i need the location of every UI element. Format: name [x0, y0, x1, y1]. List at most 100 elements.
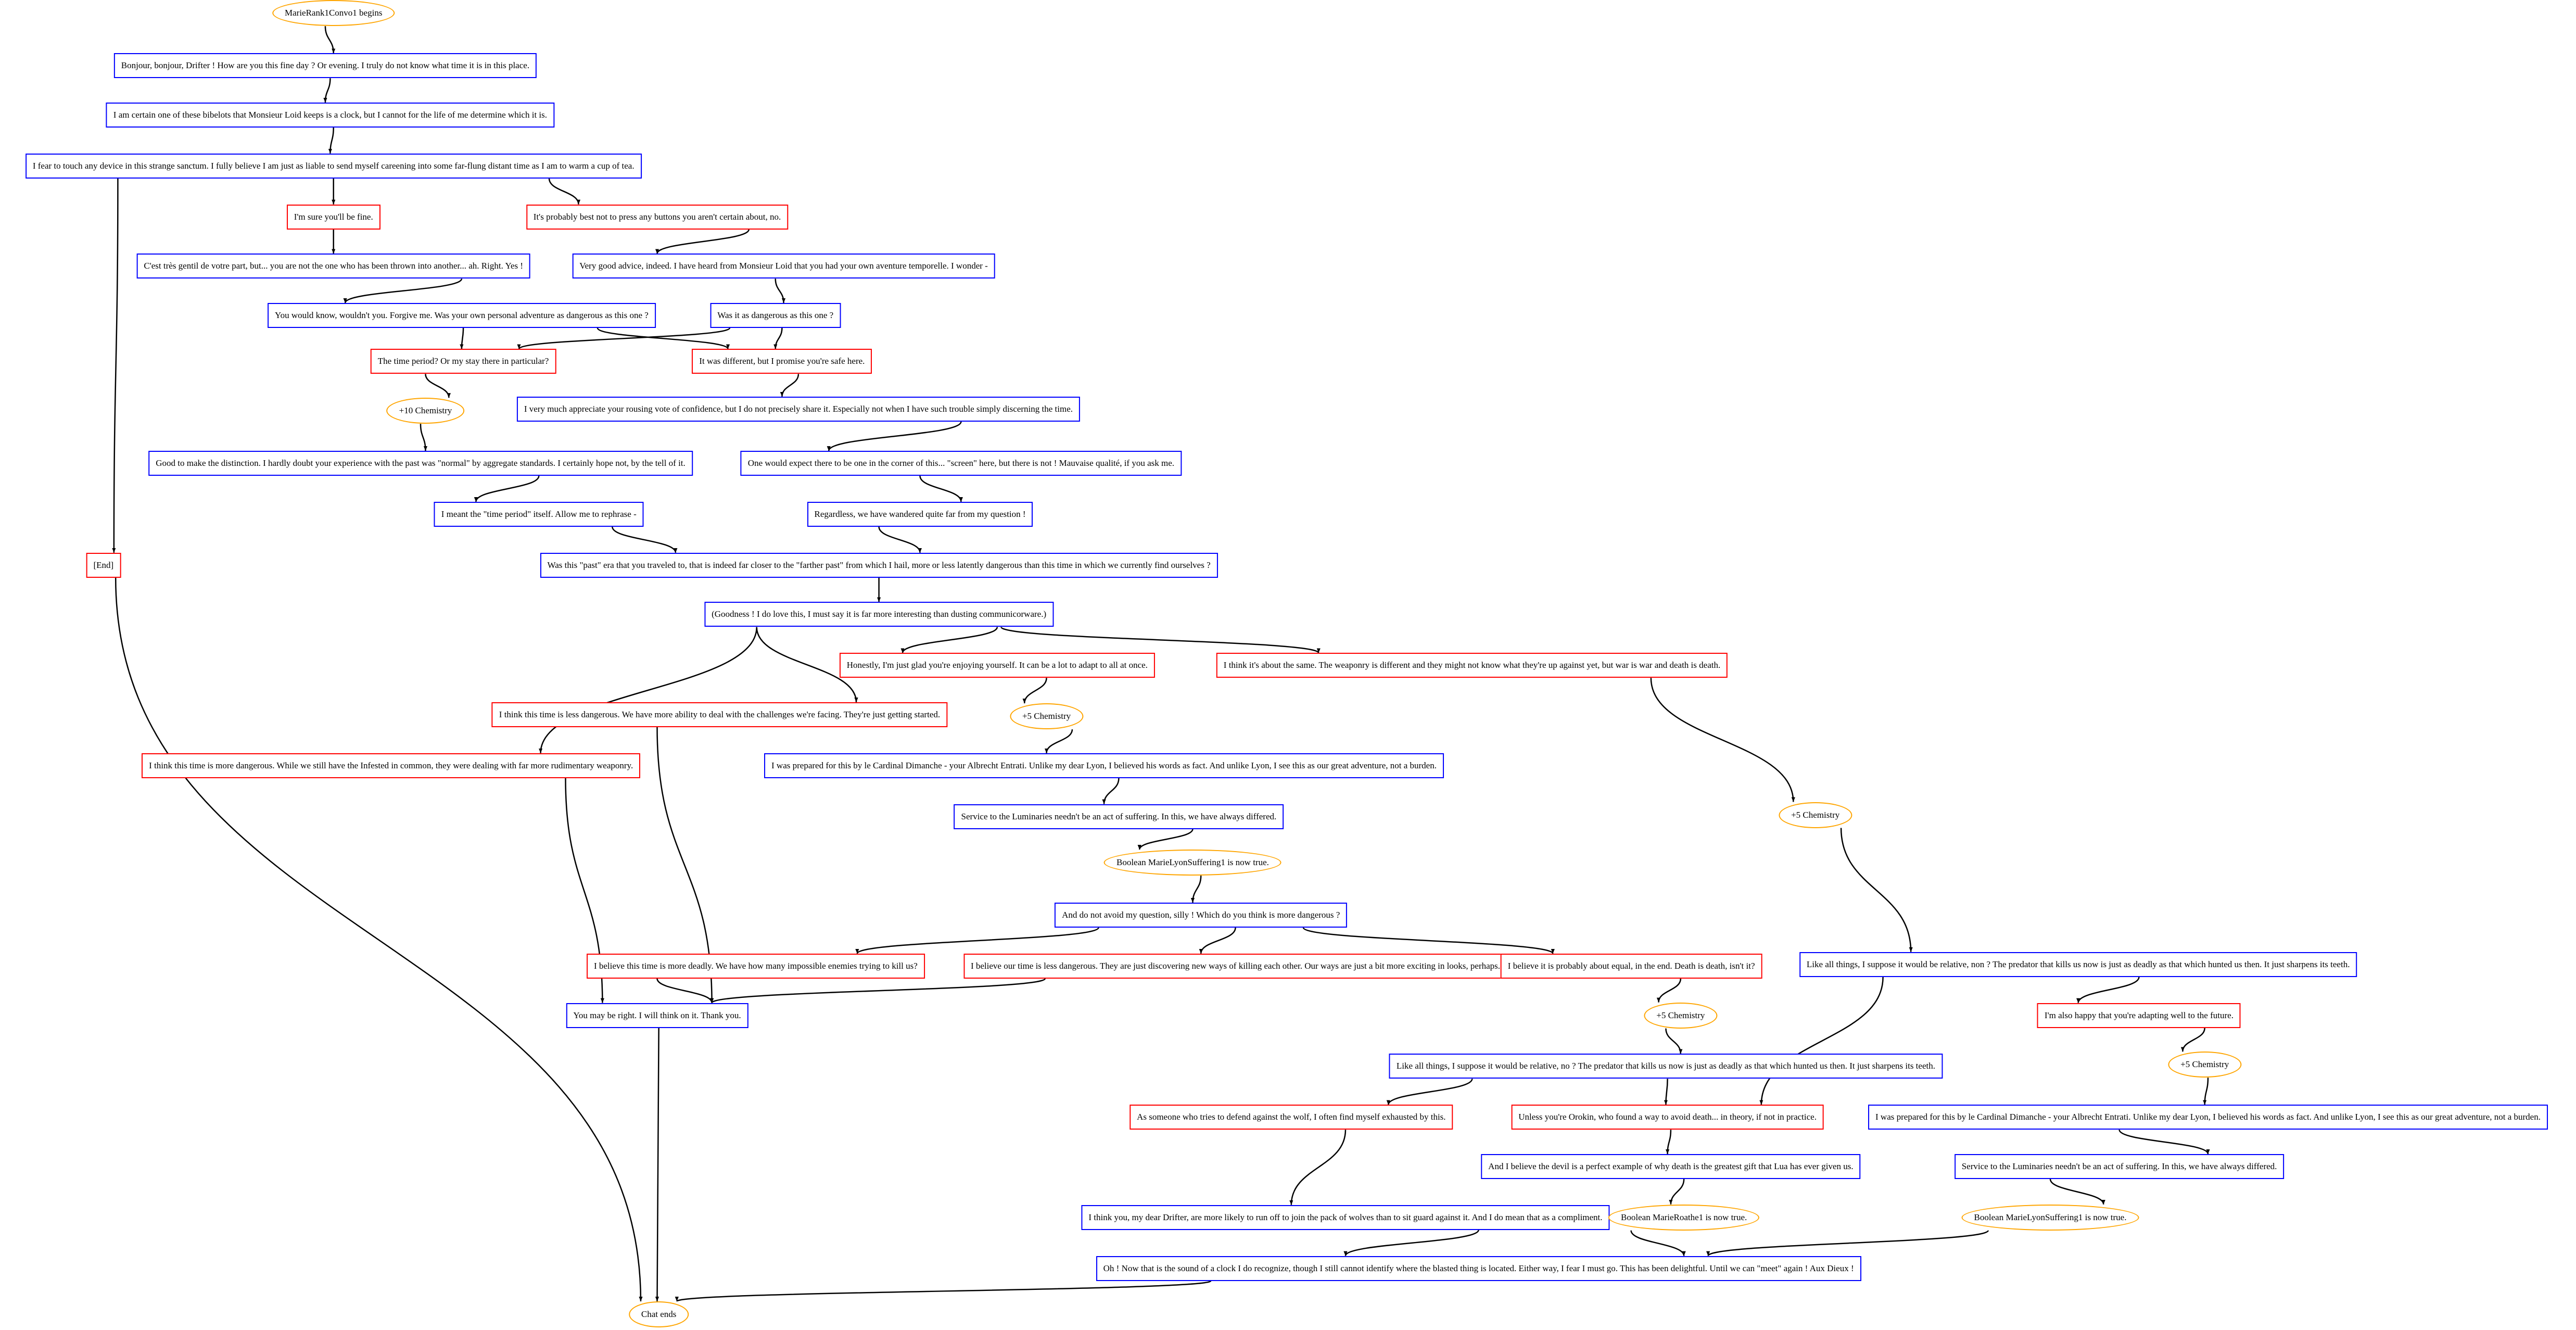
- edge-arrow: [1706, 1230, 1989, 1257]
- npc-line-node: You may be right. I will think on it. Th…: [566, 1003, 748, 1028]
- edge-arrow: [539, 627, 757, 753]
- edge-arrow: [115, 577, 643, 1302]
- npc-line-node: I was prepared for this by le Cardinal D…: [1868, 1105, 2548, 1130]
- edge-arrow: [675, 1280, 1212, 1302]
- edge-arrow: [1044, 729, 1073, 754]
- edge-arrow: [1664, 1079, 1668, 1105]
- npc-line-node: Service to the Luminaries needn't be an …: [954, 804, 1284, 829]
- edge-arrow: [2180, 1028, 2205, 1052]
- npc-line-node: I am certain one of these bibelots that …: [106, 102, 555, 128]
- edge-arrow: [1650, 678, 1795, 802]
- edge-arrow: [1190, 876, 1202, 903]
- player-choice-node: Unless you're Orokin, who found a way to…: [1511, 1105, 1824, 1130]
- npc-line-node: (Goodness ! I do love this, I must say i…: [704, 602, 1054, 627]
- player-choice-node: As someone who tries to defend against t…: [1130, 1105, 1453, 1130]
- npc-line-node: Like all things, I suppose it would be r…: [1799, 952, 2357, 977]
- npc-line-node: I think you, my dear Drifter, are more l…: [1081, 1205, 1610, 1230]
- npc-line-node: And I believe the devil is a perfect exa…: [1481, 1154, 1861, 1179]
- npc-line-node: C'est très gentil de votre part, but... …: [136, 254, 531, 279]
- edge-arrow: [1000, 626, 1321, 654]
- npc-line-node: Very good advice, indeed. I have heard f…: [572, 254, 995, 279]
- edge-arrow: [1102, 778, 1120, 804]
- player-choice-node: [End]: [86, 552, 121, 578]
- edge-arrow: [919, 475, 963, 502]
- edge-arrow: [1630, 1230, 1686, 1256]
- edge-arrow: [773, 327, 783, 349]
- edge-arrow: [855, 927, 1099, 955]
- edge-arrow: [756, 627, 858, 702]
- npc-line-node: Regardless, we have wandered quite far f…: [807, 501, 1033, 527]
- player-choice-node: The time period? Or my stay there in par…: [370, 349, 556, 374]
- edge-arrow: [656, 978, 714, 1003]
- edge-arrow: [1665, 1130, 1672, 1154]
- edge-arrow: [2076, 977, 2140, 1003]
- player-choice-node: I'm also happy that you're adapting well…: [2037, 1003, 2241, 1028]
- edge-arrow: [323, 78, 331, 103]
- edge-arrow: [1386, 1078, 1473, 1105]
- player-choice-node: It's probably best not to press any butt…: [526, 204, 789, 230]
- npc-line-node: Oh ! Now that is the sound of a clock I …: [1096, 1256, 1861, 1281]
- event-node: +5 Chemistry: [1644, 1002, 1718, 1029]
- edge-arrow: [655, 229, 750, 254]
- edge-arrow: [1302, 927, 1555, 955]
- edge-arrow: [425, 374, 451, 398]
- edge-arrow: [655, 1028, 659, 1302]
- event-node: Boolean MarieLyonSuffering1 is now true.: [1103, 850, 1281, 876]
- npc-line-node: One would expect there to be one in the …: [740, 451, 1182, 476]
- npc-line-node: I meant the "time period" itself. Allow …: [434, 501, 644, 527]
- event-node: +10 Chemistry: [386, 398, 465, 424]
- npc-line-node: Was it as dangerous as this one ?: [710, 303, 841, 328]
- edge-arrow: [112, 178, 119, 553]
- edge-arrow: [517, 327, 731, 350]
- event-node: Chat ends: [628, 1301, 689, 1327]
- player-choice-node: I believe this time is more deadly. We h…: [586, 953, 925, 979]
- npc-line-node: I very much appreciate your rousing vote…: [516, 396, 1081, 422]
- edge-arrow: [2118, 1129, 2210, 1155]
- npc-line-node: Good to make the distinction. I hardly d…: [148, 451, 693, 476]
- edge-arrow: [1343, 1230, 1479, 1257]
- edge-arrow: [1840, 828, 1913, 952]
- edge-arrow: [460, 327, 464, 349]
- event-node: +5 Chemistry: [1779, 802, 1852, 828]
- edge-arrow: [1759, 977, 1884, 1105]
- edge-arrow: [548, 178, 581, 205]
- edge-arrow: [420, 424, 428, 451]
- edge-arrow: [1199, 927, 1236, 954]
- player-choice-node: It was different, but I promise you're s…: [692, 349, 872, 374]
- player-choice-node: I believe it is probably about equal, in…: [1500, 953, 1762, 979]
- edge-arrow: [1022, 678, 1047, 704]
- event-node: Boolean MarieLyonSuffering1 is now true.: [1961, 1204, 2139, 1231]
- npc-line-node: And do not avoid my question, silly ! Wh…: [1055, 903, 1348, 928]
- edge-arrow: [2203, 1078, 2209, 1105]
- event-node: Boolean MarieRoathe1 is now true.: [1608, 1204, 1760, 1231]
- npc-line-node: Service to the Luminaries needn't be an …: [1954, 1154, 2285, 1179]
- edge-arrow: [1656, 978, 1682, 1003]
- player-choice-node: I'm sure you'll be fine.: [286, 204, 380, 230]
- player-choice-node: I believe our time is less dangerous. Th…: [963, 953, 1508, 979]
- event-node: +5 Chemistry: [1009, 703, 1084, 730]
- edge-arrow: [328, 127, 334, 154]
- player-choice-node: I think this time is less dangerous. We …: [491, 702, 948, 727]
- npc-line-node: Was this "past" era that you traveled to…: [540, 552, 1218, 578]
- edge-arrow: [474, 475, 540, 502]
- edge-arrow: [775, 278, 786, 303]
- player-choice-node: Honestly, I'm just glad you're enjoying …: [839, 653, 1155, 678]
- edge-arrow: [878, 526, 922, 553]
- event-node: +5 Chemistry: [2168, 1052, 2242, 1078]
- npc-line-node: Like all things, I suppose it would be r…: [1389, 1054, 1943, 1079]
- edge-arrow: [612, 526, 678, 553]
- edge-arrow: [343, 278, 463, 303]
- player-choice-node: I think it's about the same. The weaponr…: [1216, 653, 1728, 678]
- player-choice-node: I think this time is more dangerous. Whi…: [142, 753, 641, 778]
- edge-arrow: [1289, 1130, 1347, 1205]
- edge-arrow: [597, 327, 730, 350]
- npc-line-node: Bonjour, bonjour, Drifter ! How are you …: [113, 53, 537, 79]
- edge-arrow: [324, 26, 336, 54]
- edge-arrow: [827, 421, 962, 451]
- event-node: MarieRank1Convo1 begins: [272, 0, 395, 27]
- edge-arrow: [2049, 1179, 2105, 1205]
- edge-arrow: [900, 626, 998, 653]
- edge-arrow: [656, 727, 714, 1003]
- edge-arrow: [1137, 829, 1194, 850]
- npc-line-node: I fear to touch any device in this stran…: [25, 153, 642, 179]
